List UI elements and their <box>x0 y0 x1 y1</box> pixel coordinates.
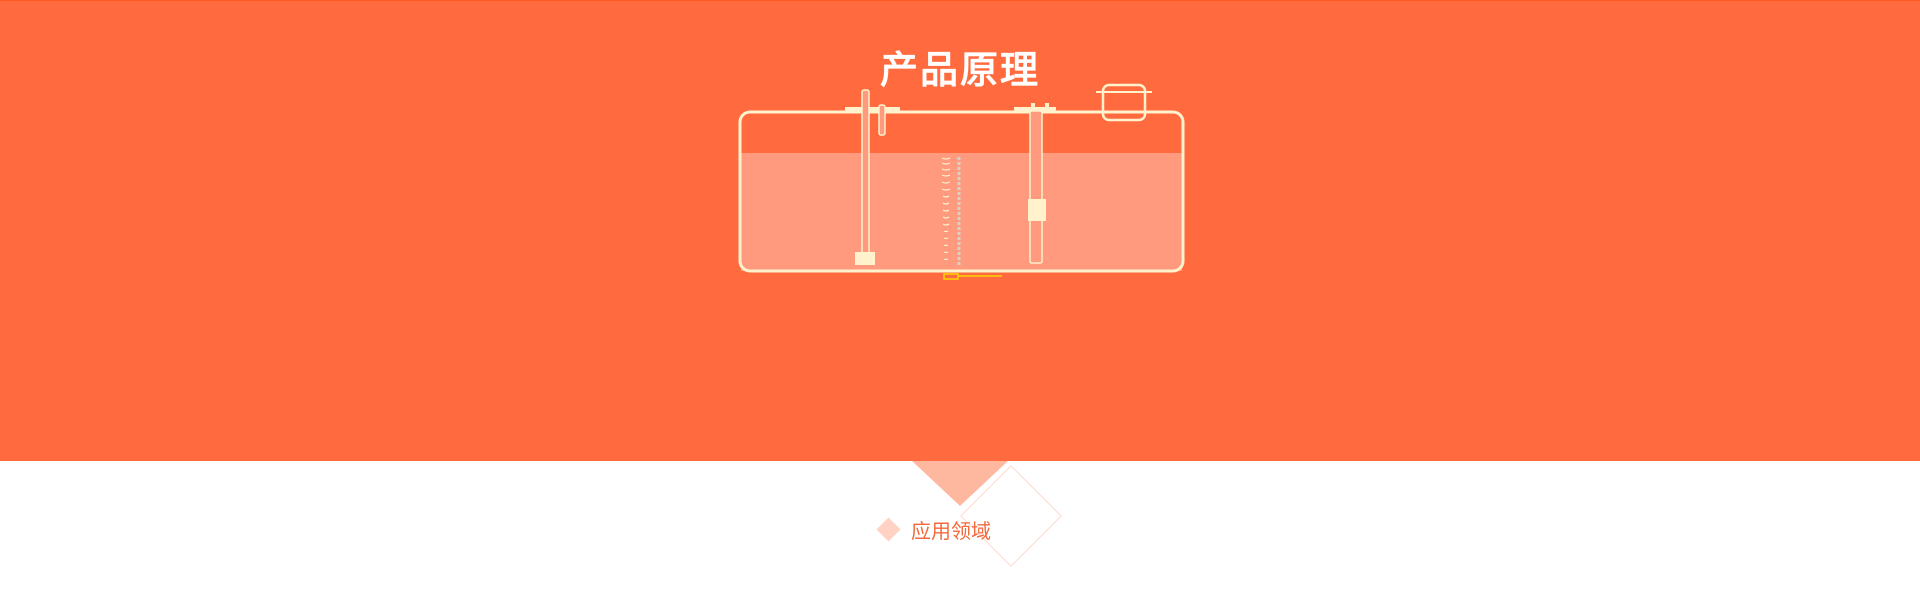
diffuser-box <box>943 273 959 280</box>
tank-principle-diagram <box>738 83 1185 280</box>
nav-item-label: 应用领域 <box>911 519 991 543</box>
right-flange-bolt <box>1045 103 1049 109</box>
diamond-icon <box>876 517 901 542</box>
tank-outline <box>738 110 1185 273</box>
water-fill <box>741 153 1182 271</box>
principle-banner: 产品原理 <box>0 0 1920 461</box>
left-short-pipe <box>878 104 886 136</box>
motor-box <box>1101 83 1147 122</box>
section-title: 产品原理 <box>879 48 1040 92</box>
bubble-column <box>941 157 951 261</box>
left-flange <box>845 107 900 111</box>
right-flange-bolt <box>1031 103 1035 109</box>
left-block <box>855 252 875 265</box>
right-pipe <box>1029 110 1043 264</box>
nav-item-application[interactable]: 应用领域 <box>876 515 991 544</box>
section-pointer <box>912 461 1008 506</box>
left-pipe <box>861 89 870 261</box>
float-block <box>1028 199 1046 221</box>
